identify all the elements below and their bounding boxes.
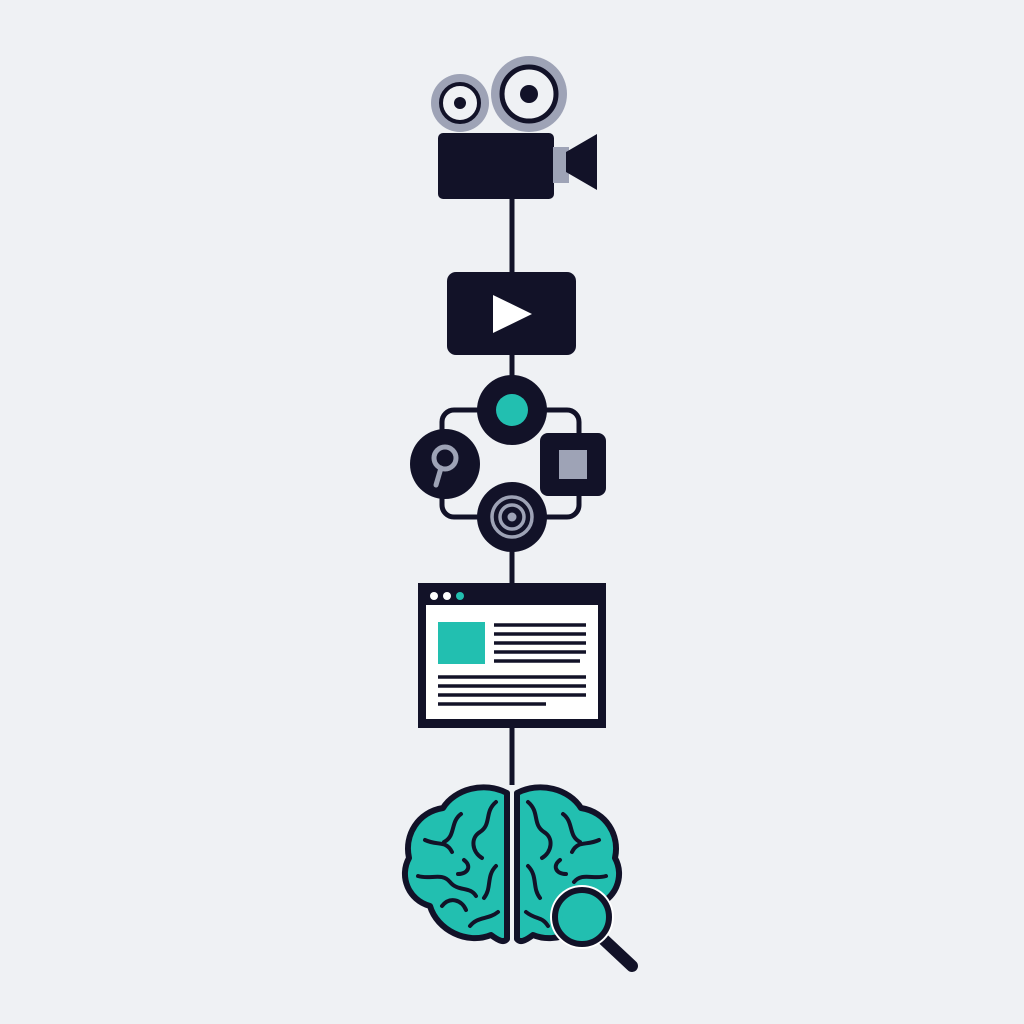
- play-video-icon: [447, 272, 576, 355]
- network-node-top: [477, 375, 547, 445]
- window-dot: [456, 592, 464, 600]
- square-node-icon: [540, 433, 606, 496]
- brain-folds: [416, 800, 608, 928]
- film-camera-icon: [431, 56, 597, 199]
- text-lines: [438, 623, 586, 706]
- image-placeholder: [438, 622, 485, 664]
- node-network-icon: [410, 375, 606, 552]
- window-dot: [443, 592, 451, 600]
- location-pin-icon: [410, 429, 480, 499]
- brain-search-icon: [402, 784, 638, 972]
- target-node-icon: [477, 482, 547, 552]
- magnifier-icon: [550, 885, 638, 972]
- browser-window-icon: [418, 583, 606, 728]
- window-dot: [430, 592, 438, 600]
